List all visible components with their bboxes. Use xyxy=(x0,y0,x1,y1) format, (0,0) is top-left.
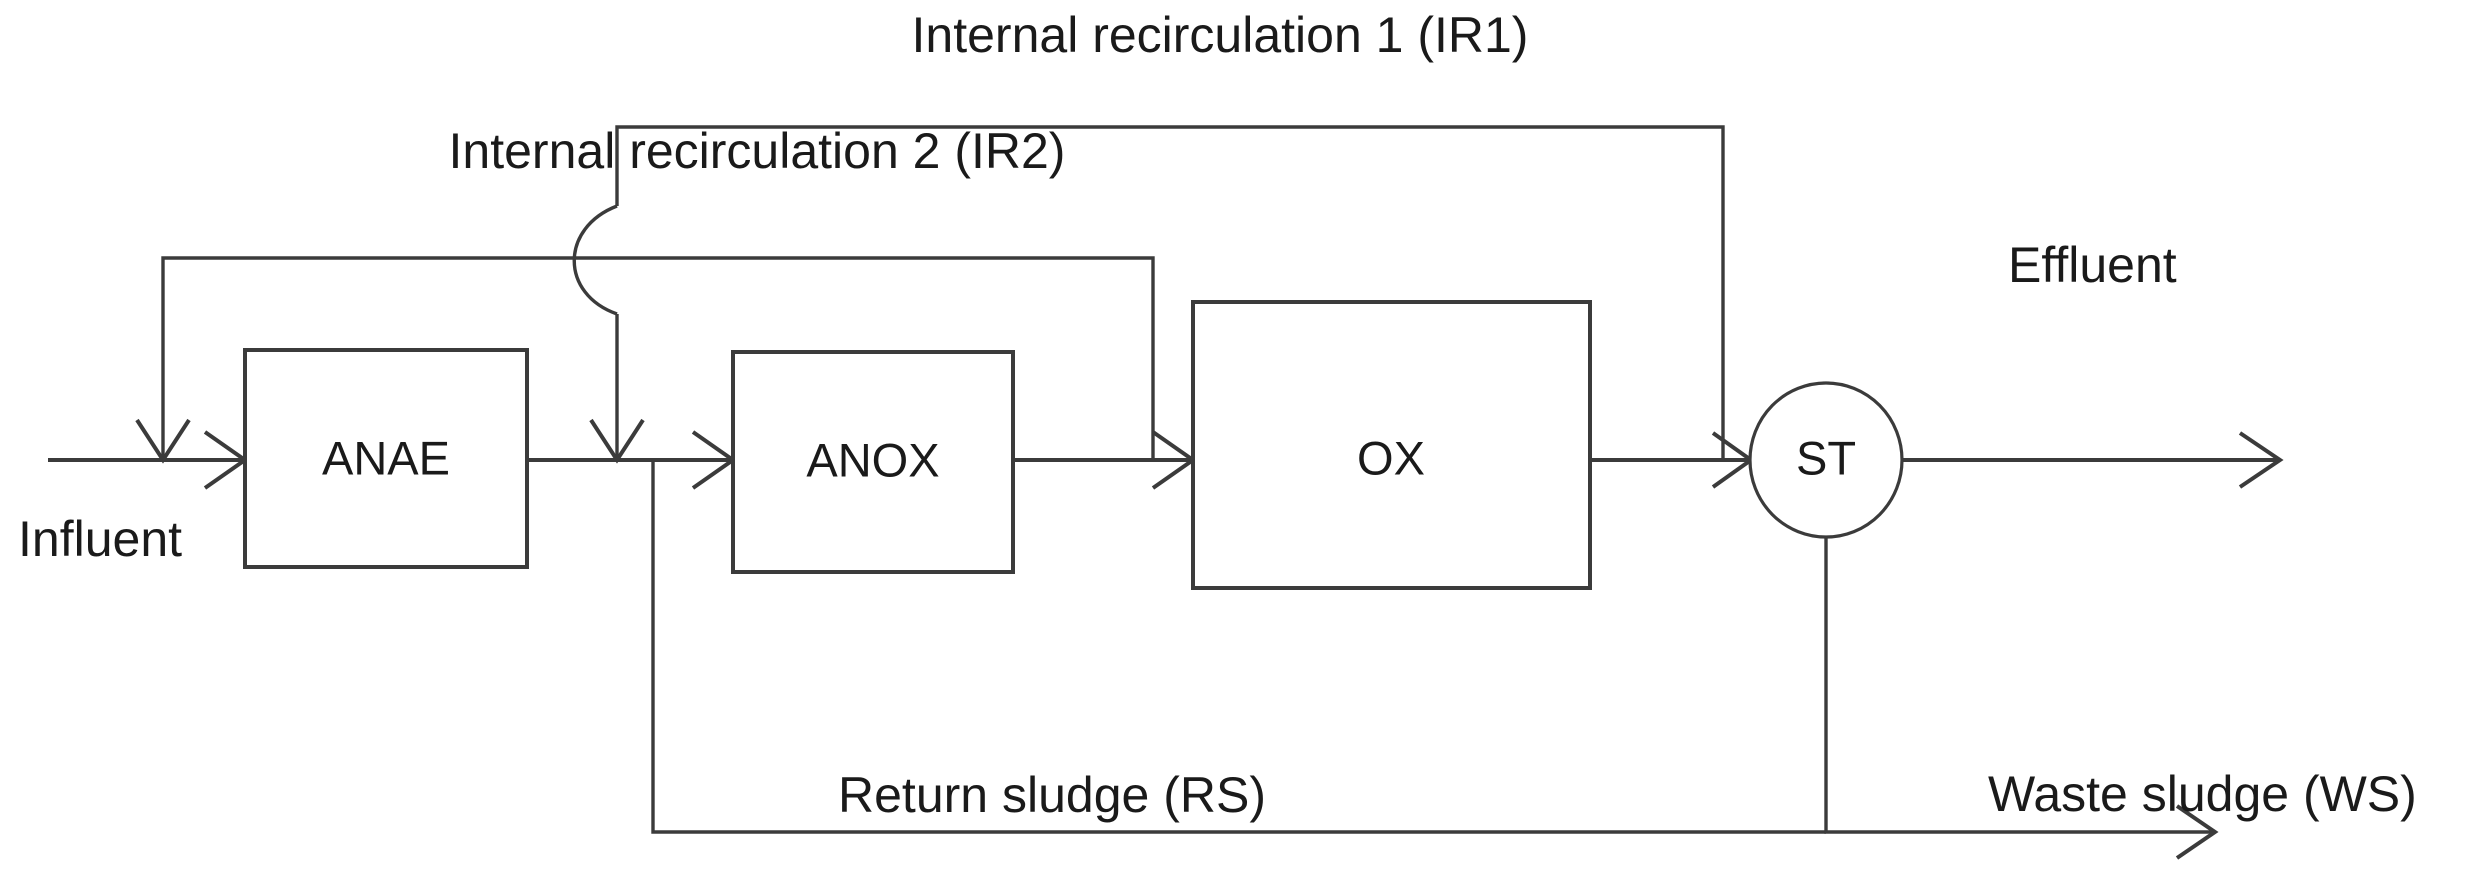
ir1-line-jump-arc xyxy=(572,204,618,316)
ir1-recirculation-path xyxy=(572,125,1725,464)
ir1-line-upper xyxy=(615,125,1725,460)
ir2-recirculation-path xyxy=(135,256,1155,464)
rs-line xyxy=(651,460,1826,834)
node-st[interactable]: ST xyxy=(1748,381,1904,539)
ox-label: OX xyxy=(1357,431,1425,484)
effluent-stream xyxy=(1901,431,2284,489)
ws-line xyxy=(1824,536,2213,834)
ws-label: Waste sludge (WS) xyxy=(1988,766,2417,822)
anox-to-ox-connector xyxy=(1013,430,1197,490)
node-anae[interactable]: ANAE xyxy=(243,348,529,569)
ir1-arrowhead xyxy=(589,418,645,464)
st-label: ST xyxy=(1796,431,1856,484)
ox-to-st-connector xyxy=(1590,431,1755,489)
rs-label: Return sludge (RS) xyxy=(838,767,1266,823)
effluent-arrowhead xyxy=(2238,431,2284,489)
st-circle[interactable] xyxy=(1748,381,1904,539)
node-anox[interactable]: ANOX xyxy=(731,350,1015,574)
influent-stream xyxy=(48,430,249,490)
ws-arrowhead xyxy=(2175,804,2219,860)
anox-box[interactable] xyxy=(731,350,1015,574)
effluent-label: Effluent xyxy=(2008,237,2177,293)
return-sludge-path xyxy=(651,460,1826,834)
anox-label: ANOX xyxy=(806,433,939,486)
anae-box[interactable] xyxy=(243,348,529,569)
ox-box[interactable] xyxy=(1191,300,1592,590)
ir2-arrowhead xyxy=(135,418,191,464)
ir2-line xyxy=(161,256,1155,460)
anae-label: ANAE xyxy=(322,431,450,484)
node-ox[interactable]: OX xyxy=(1191,300,1592,590)
waste-sludge-path xyxy=(1824,536,2219,860)
influent-label: Influent xyxy=(18,511,182,567)
ir2-label: Internal recirculation 2 (IR2) xyxy=(449,123,1066,179)
ir1-label: Internal recirculation 1 (IR1) xyxy=(912,7,1529,63)
